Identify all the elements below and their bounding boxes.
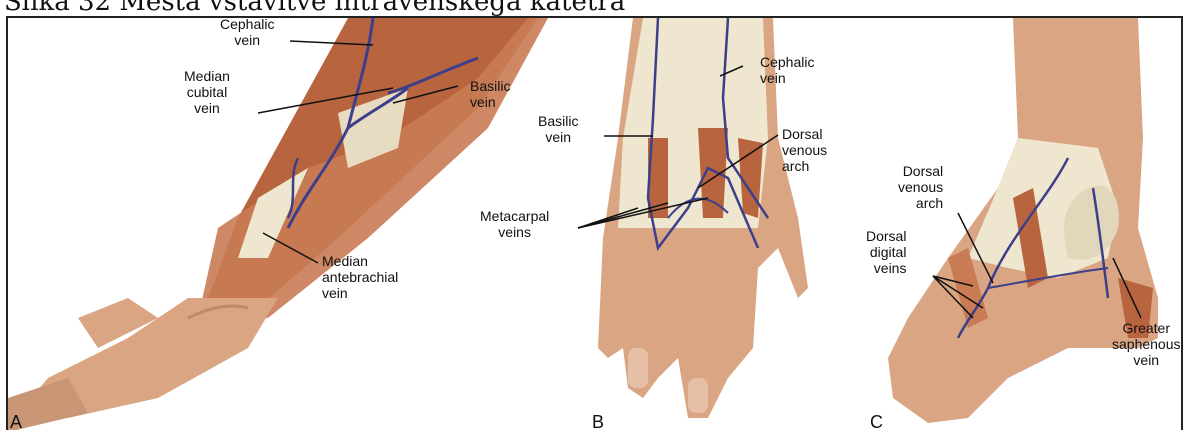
label-c-dorsal-digital-veins: Dorsal digital veins xyxy=(866,228,906,276)
panel-letter-c: C xyxy=(870,412,883,430)
label-a-basilic-vein: Basilic vein xyxy=(470,78,510,110)
label-b-dorsal-venous-arch: Dorsal venous arch xyxy=(782,126,827,174)
anatomy-figure: Cephalic vein Median cubital vein Basili… xyxy=(6,16,1183,430)
label-c-dorsal-venous-arch: Dorsal venous arch xyxy=(898,163,943,211)
label-c-greater-saphenous-vein: Greater saphenous vein xyxy=(1112,320,1181,368)
label-b-cephalic-vein: Cephalic vein xyxy=(760,54,814,86)
forearm-illustration xyxy=(8,18,548,430)
label-a-median-antebrachial-vein: Median antebrachial vein xyxy=(322,253,398,301)
panel-letter-b: B xyxy=(592,412,604,430)
label-b-basilic-vein: Basilic vein xyxy=(538,113,578,145)
label-a-cephalic-vein: Cephalic vein xyxy=(220,16,274,48)
label-b-metacarpal-veins: Metacarpal veins xyxy=(480,208,549,240)
figure-caption: Slika 32 Mesta vstavitve intravenskega k… xyxy=(4,0,625,15)
panel-letter-a: A xyxy=(10,412,22,430)
label-a-median-cubital-vein: Median cubital vein xyxy=(184,68,230,116)
